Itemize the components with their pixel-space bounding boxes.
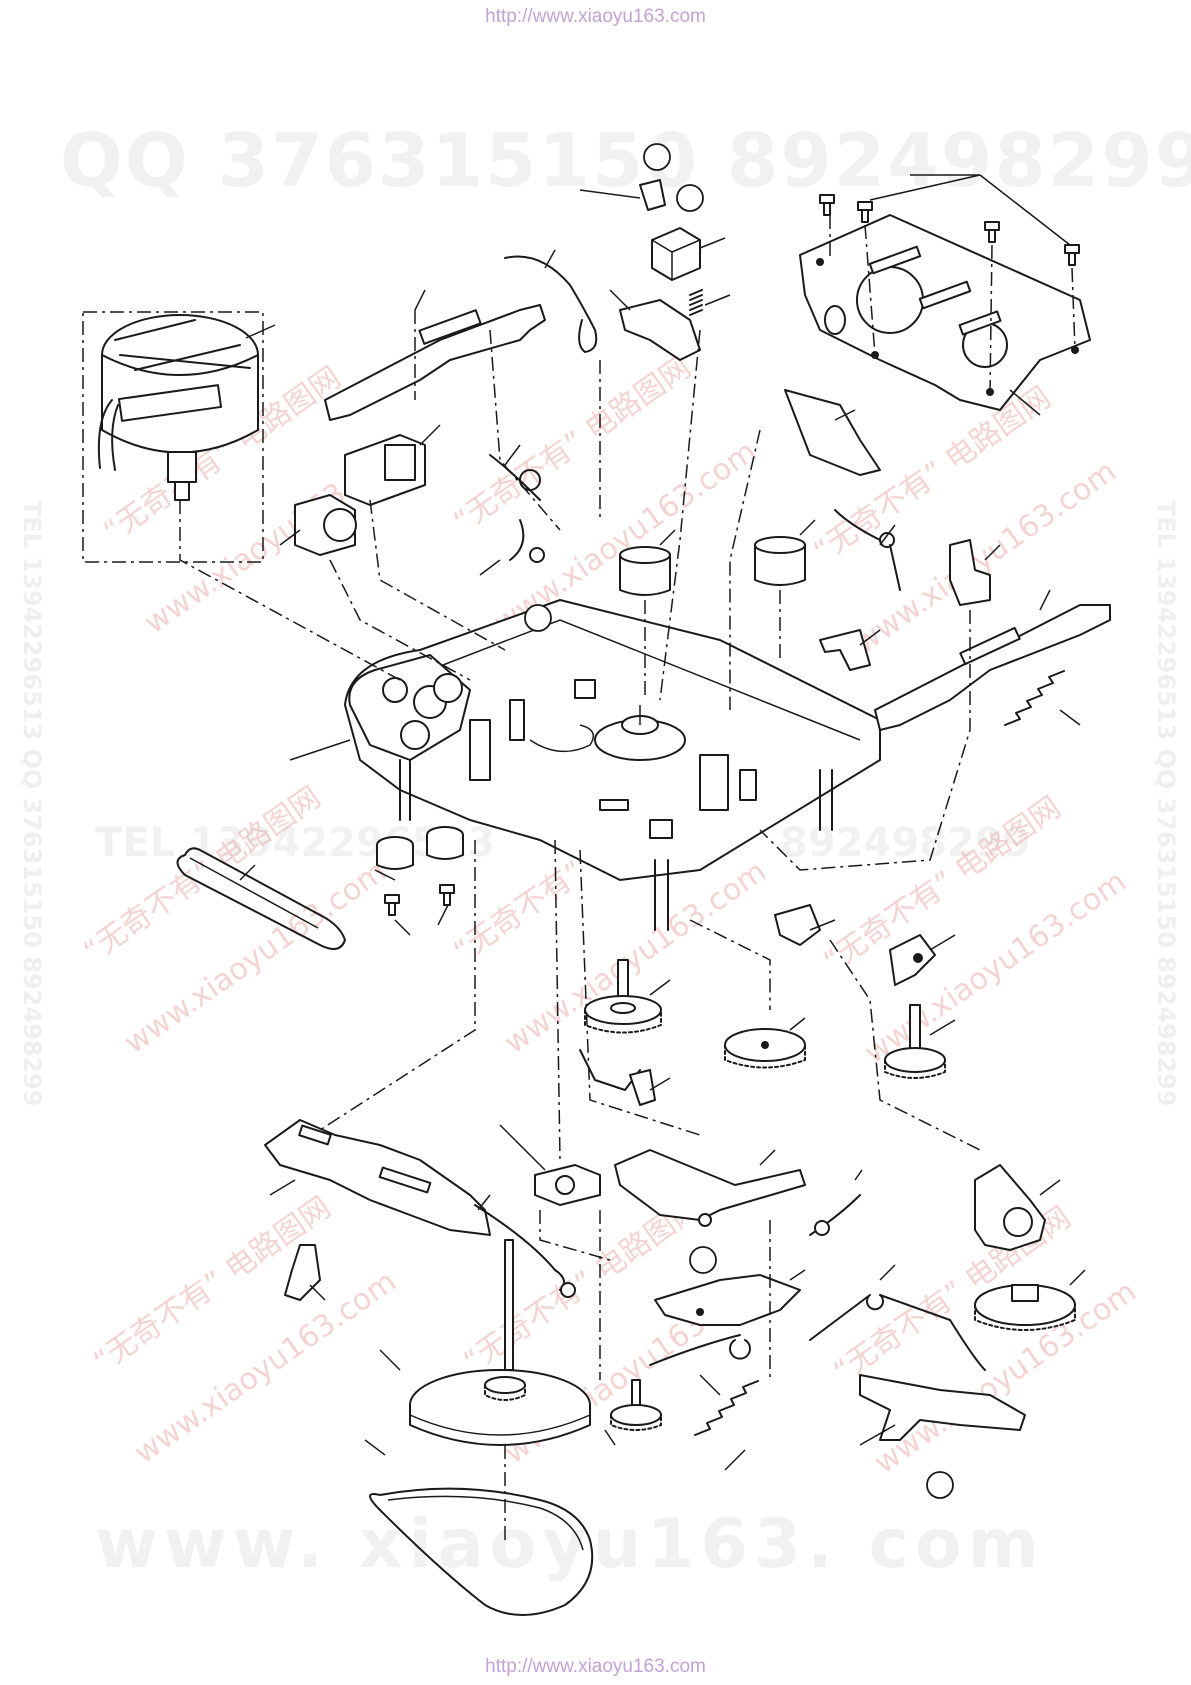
reel-tables bbox=[619, 519, 816, 700]
motor-bounding-box bbox=[82, 311, 264, 563]
screws bbox=[819, 194, 1080, 266]
head-parts-left bbox=[279, 424, 545, 576]
reference-circle bbox=[689, 1246, 717, 1274]
main-chassis bbox=[289, 599, 881, 931]
motor-assembly bbox=[82, 311, 276, 563]
belts-and-feet bbox=[176, 826, 464, 950]
reference-circle bbox=[676, 184, 704, 212]
left-bracket bbox=[324, 289, 546, 421]
assembly-guide-lines bbox=[179, 329, 981, 1380]
footer-url-link[interactable]: http://www.xiaoyu163.com bbox=[485, 1656, 706, 1677]
gear-set-middle bbox=[579, 904, 956, 1106]
reference-circle bbox=[643, 143, 671, 171]
reference-circle bbox=[524, 604, 552, 632]
right-small-parts bbox=[784, 389, 1001, 671]
bottom-assemblies bbox=[264, 1119, 1086, 1396]
flywheel-assembly bbox=[364, 1239, 1026, 1616]
header-url-link[interactable]: http://www.xiaoyu163.com bbox=[485, 6, 706, 27]
leader-line bbox=[245, 324, 276, 339]
sub-chassis-plate bbox=[799, 174, 1091, 416]
solenoid-group bbox=[504, 143, 731, 361]
right-slide-bracket bbox=[874, 589, 1111, 731]
reference-circle bbox=[926, 1471, 954, 1499]
